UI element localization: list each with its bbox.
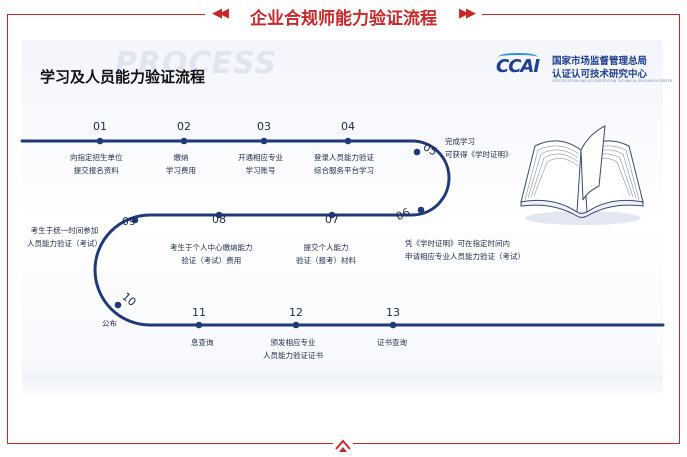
arrows-right-icon: ▶▶ [459,6,476,21]
logo-org-subname: 认证认可技术研究中心 [552,69,648,80]
step-number: 01 [93,120,107,133]
logo-english-name: CERTIFICATION AND ACCREDITATION TECHNICA… [552,79,673,83]
arrows-left-icon: ◀◀ [212,6,229,21]
step-label: 考生于统一时间参加人员能力验证（考试） [27,226,102,248]
panel-bottom [22,375,663,400]
ccai-logo: CCAI [496,53,540,77]
chevron-up-icon [333,435,353,455]
step-label: 提交个人能力验证（报考）材料 [296,243,356,265]
step-label: 开通相应专业学习账号 [238,153,283,175]
step-number: 07 [325,213,339,226]
step-number: 09 [122,215,136,228]
banner: ◀◀ 企业合规师能力验证流程 ▶▶ [0,0,687,30]
step-label: 公布 [102,319,117,328]
step-label: 颁发相应专业人员能力验证证书 [263,338,323,360]
step-number: 11 [192,306,206,319]
section-heading: 学习及人员能力验证流程 [40,68,206,86]
step-label: 完成学习可获得《学时证明》 [445,137,513,159]
watermark-text: PROCESS [115,46,278,81]
step-number: 08 [212,213,226,226]
step-number: 03 [257,120,271,133]
step-number: 12 [289,306,303,319]
step-label: 证书查询 [377,338,407,347]
open-book-icon [520,125,644,225]
logo-org-name: 国家市场监督管理总局 [552,56,648,67]
step-label: 向指定招生单位提交报名资料 [70,153,123,175]
step-number: 02 [177,120,191,133]
step-number: 04 [341,120,355,133]
step-label: 缴纳学习费用 [166,153,196,175]
step-label: 凭《学时证明》可在指定时间内申请相应专业人员能力验证（考试） [405,239,525,261]
step-number: 13 [386,306,400,319]
step-label: 息查询 [191,338,214,347]
step-label: 登录人员能力验证综合服务平台学习 [314,153,374,175]
step-label: 考生于个人中心缴纳能力验证（考试）费用 [170,243,253,265]
flow-dots [96,137,425,329]
banner-title: 企业合规师能力验证流程 [250,9,437,29]
